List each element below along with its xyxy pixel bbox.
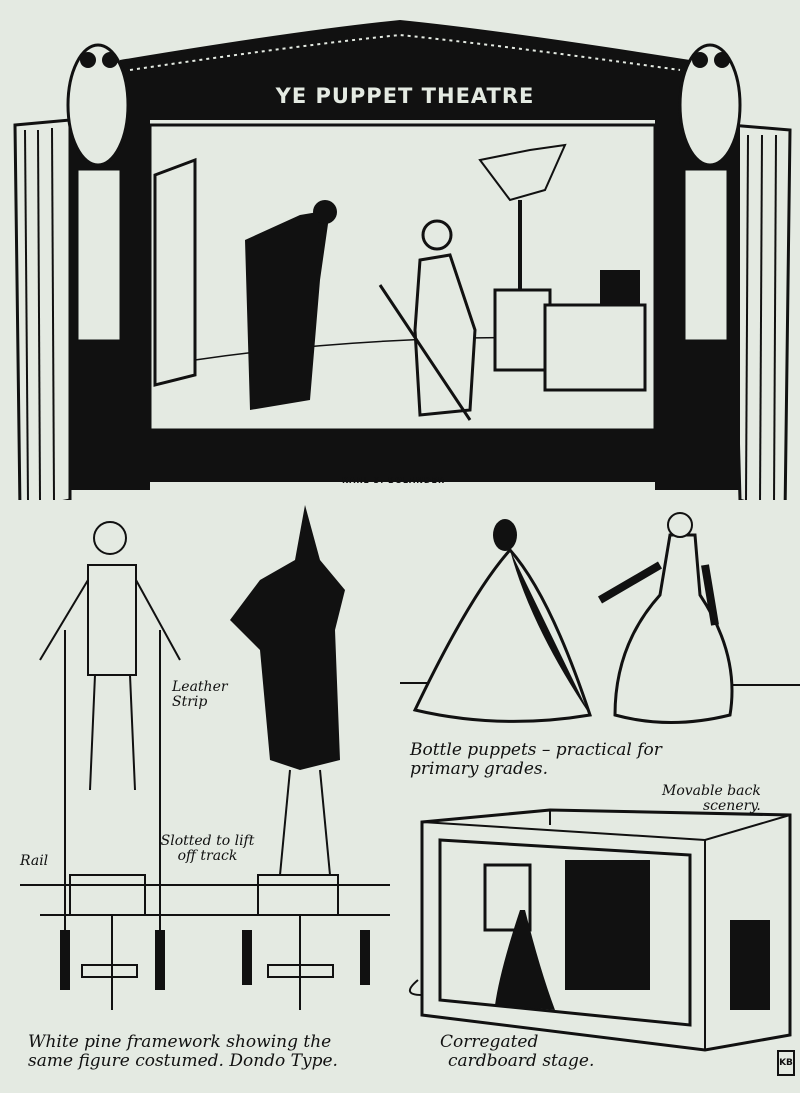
- framework-caption-line2: same figure costumed. Dondo Type.: [28, 1051, 338, 1071]
- bottle-caption-line1: Bottle puppets – practical for: [410, 740, 662, 760]
- stage-caption-line2: cardboard stage.: [448, 1051, 595, 1071]
- puppet-theatre-illustration: YE PUPPET THEATRE KARL S. BOLANDER: [0, 0, 800, 500]
- bottle-puppets-illustration: [400, 505, 800, 735]
- stage-caption: Corregated cardboard stage.: [440, 1033, 594, 1071]
- artist-monogram: KB: [777, 1050, 795, 1076]
- bottle-caption: Bottle puppets – practical for primary g…: [410, 741, 662, 779]
- movable-scenery-line2: scenery.: [703, 798, 761, 814]
- framework-caption: White pine framework showing the same fi…: [28, 1033, 338, 1071]
- stage-caption-line1: Corregated: [440, 1032, 539, 1052]
- rail-label: Rail: [20, 853, 49, 869]
- theatre-sign: YE PUPPET THEATRE: [275, 84, 535, 108]
- owl-left-icon: [66, 43, 130, 167]
- artist-signature: KARL S. BOLANDER: [342, 476, 446, 485]
- framework-caption-line1: White pine framework showing the: [28, 1032, 332, 1052]
- bottle-caption-line2: primary grades.: [410, 759, 549, 779]
- owl-right-icon: [678, 43, 742, 167]
- movable-scenery-line1: Movable back: [661, 783, 761, 799]
- slotted-label: Slotted to lift off track: [160, 833, 255, 864]
- cardboard-stage-illustration: [400, 800, 800, 1060]
- dondo-framework-illustration: Leather Strip Slotted to lift off track …: [0, 500, 410, 1030]
- leather-strip-label: Leather Strip: [172, 680, 242, 710]
- leather-strip-text: Leather Strip: [172, 679, 228, 710]
- movable-scenery-label: Movable back scenery.: [618, 784, 761, 814]
